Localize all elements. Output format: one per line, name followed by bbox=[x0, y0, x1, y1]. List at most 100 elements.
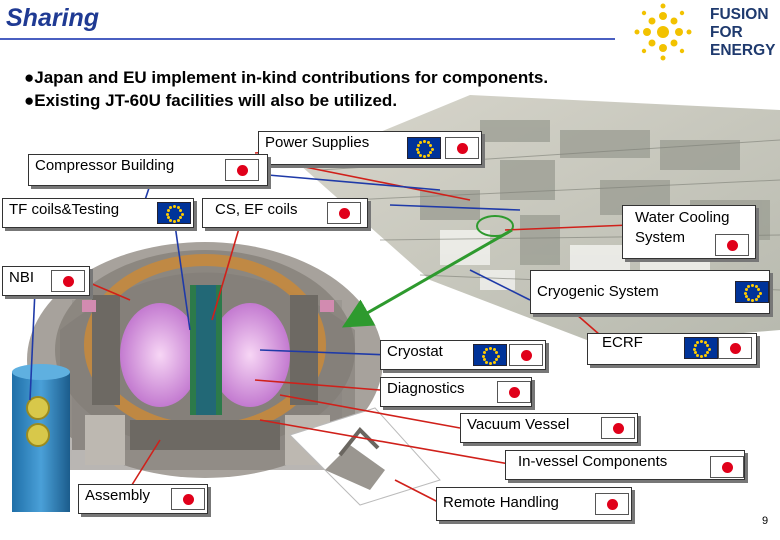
eu-star-icon bbox=[703, 341, 707, 344]
eu-star-icon bbox=[179, 208, 183, 212]
eu-star-icon bbox=[696, 353, 700, 357]
eu-star-icon bbox=[707, 347, 711, 351]
eu-star-icon bbox=[176, 206, 180, 209]
label-water-cooling-text-2: System bbox=[635, 229, 686, 246]
eu-star-icon bbox=[696, 341, 700, 344]
label-vacuum-vessel-text: Vacuum Vessel bbox=[467, 416, 570, 433]
eu-star-icon bbox=[751, 299, 754, 302]
eu-star-icon bbox=[173, 220, 176, 223]
bullet-japan-eu: ●Japan and EU implement in-kind contribu… bbox=[24, 68, 549, 87]
eu-star-icon bbox=[430, 147, 434, 151]
eu-star-icon bbox=[423, 155, 426, 158]
label-power-supplies-text: Power Supplies bbox=[265, 134, 370, 151]
japan-flag-icon bbox=[225, 159, 259, 181]
eu-star-icon bbox=[758, 291, 762, 295]
label-nbi: NBI bbox=[2, 266, 90, 296]
eu-star-icon bbox=[496, 354, 500, 358]
japan-flag-icon bbox=[327, 202, 361, 224]
japan-flag-icon bbox=[445, 137, 479, 159]
eu-star-icon bbox=[481, 354, 485, 358]
eu-star-icon bbox=[419, 153, 423, 157]
eu-star-icon bbox=[416, 151, 420, 155]
label-assembly-text: Assembly bbox=[85, 487, 151, 504]
eu-star-icon bbox=[180, 212, 184, 216]
eu-star-icon bbox=[489, 347, 492, 350]
eu-star-icon bbox=[700, 355, 703, 358]
logo-text-energy: ENERGY bbox=[710, 42, 776, 59]
eu-star-icon bbox=[176, 218, 180, 222]
eu-star-icon bbox=[419, 141, 423, 144]
bullet-jt60u: ●Existing JT-60U facilities will also be… bbox=[24, 91, 398, 110]
eu-star-icon bbox=[751, 284, 754, 287]
page-number: 9 bbox=[762, 515, 769, 527]
label-power-supplies: Power Supplies bbox=[258, 131, 482, 165]
eu-star-icon bbox=[754, 285, 758, 288]
title-divider bbox=[0, 38, 615, 40]
eu-star-icon bbox=[492, 348, 496, 351]
eu-star-icon bbox=[754, 297, 758, 301]
japan-flag-icon bbox=[601, 417, 635, 439]
japan-flag-icon bbox=[718, 337, 752, 359]
page-title: Sharing bbox=[6, 4, 100, 32]
label-cs-ef-coils: CS, EF coils bbox=[202, 198, 368, 228]
eu-star-icon bbox=[429, 143, 433, 147]
label-cs-ef-text: CS, EF coils bbox=[215, 201, 298, 218]
japan-flag-icon bbox=[497, 381, 531, 403]
label-ecrf: ECRF bbox=[587, 333, 757, 365]
label-in-vessel-components: In-vessel Components bbox=[505, 450, 745, 480]
sun-emblem-icon bbox=[634, 3, 692, 61]
label-compressor-building: Compressor Building bbox=[28, 154, 268, 186]
logo-text-for: FOR bbox=[710, 24, 743, 41]
eu-flag-icon bbox=[407, 137, 441, 159]
eu-flag-icon bbox=[157, 202, 191, 224]
eu-star-icon bbox=[165, 212, 169, 216]
japan-flag-icon bbox=[51, 270, 85, 292]
eu-star-icon bbox=[485, 360, 489, 364]
japan-flag-icon bbox=[710, 456, 744, 478]
japan-flag-icon bbox=[171, 488, 205, 510]
label-water-cooling-text-1: Water Cooling bbox=[635, 209, 730, 226]
label-cryostat-text: Cryostat bbox=[387, 343, 443, 360]
eu-star-icon bbox=[757, 295, 761, 299]
japan-flag-icon bbox=[595, 493, 629, 515]
label-assembly: Assembly bbox=[78, 484, 208, 514]
label-tf-coils-testing: TF coils&Testing bbox=[2, 198, 194, 228]
eu-star-icon bbox=[706, 351, 710, 355]
eu-star-icon bbox=[706, 343, 710, 347]
eu-star-icon bbox=[744, 295, 748, 299]
eu-star-icon bbox=[693, 351, 697, 355]
eu-star-icon bbox=[173, 205, 176, 208]
eu-star-icon bbox=[757, 287, 761, 291]
eu-flag-icon bbox=[684, 337, 718, 359]
eu-flag-icon bbox=[735, 281, 769, 303]
eu-star-icon bbox=[482, 358, 486, 362]
label-cryogenic-text: Cryogenic System bbox=[537, 283, 659, 300]
label-vacuum-vessel: Vacuum Vessel bbox=[460, 413, 638, 443]
eu-flag-icon bbox=[473, 344, 507, 366]
label-ecrf-text: ECRF bbox=[602, 334, 643, 351]
label-in-vessel-text: In-vessel Components bbox=[518, 453, 668, 470]
label-diagnostics: Diagnostics bbox=[380, 377, 532, 407]
eu-star-icon bbox=[485, 348, 489, 351]
eu-star-icon bbox=[416, 143, 420, 147]
label-tf-coils-text: TF coils&Testing bbox=[9, 201, 120, 218]
eu-star-icon bbox=[426, 153, 430, 157]
japan-flag-icon bbox=[509, 344, 543, 366]
eu-star-icon bbox=[743, 291, 747, 295]
label-nbi-text: NBI bbox=[9, 269, 35, 286]
label-remote-handling: Remote Handling bbox=[436, 487, 632, 521]
eu-star-icon bbox=[482, 350, 486, 354]
eu-star-icon bbox=[489, 362, 492, 365]
label-remote-handling-text: Remote Handling bbox=[443, 494, 559, 511]
eu-star-icon bbox=[179, 216, 183, 220]
eu-star-icon bbox=[415, 147, 419, 151]
eu-star-icon bbox=[426, 141, 430, 144]
label-water-cooling-system: Water Cooling System bbox=[622, 205, 756, 259]
eu-star-icon bbox=[700, 340, 703, 343]
eu-star-icon bbox=[747, 285, 751, 288]
eu-star-icon bbox=[495, 350, 499, 354]
label-cryogenic-system: Cryogenic System bbox=[530, 270, 770, 314]
japan-flag-icon bbox=[715, 234, 749, 256]
label-compressor-building-text: Compressor Building bbox=[35, 157, 175, 174]
eu-star-icon bbox=[747, 297, 751, 301]
